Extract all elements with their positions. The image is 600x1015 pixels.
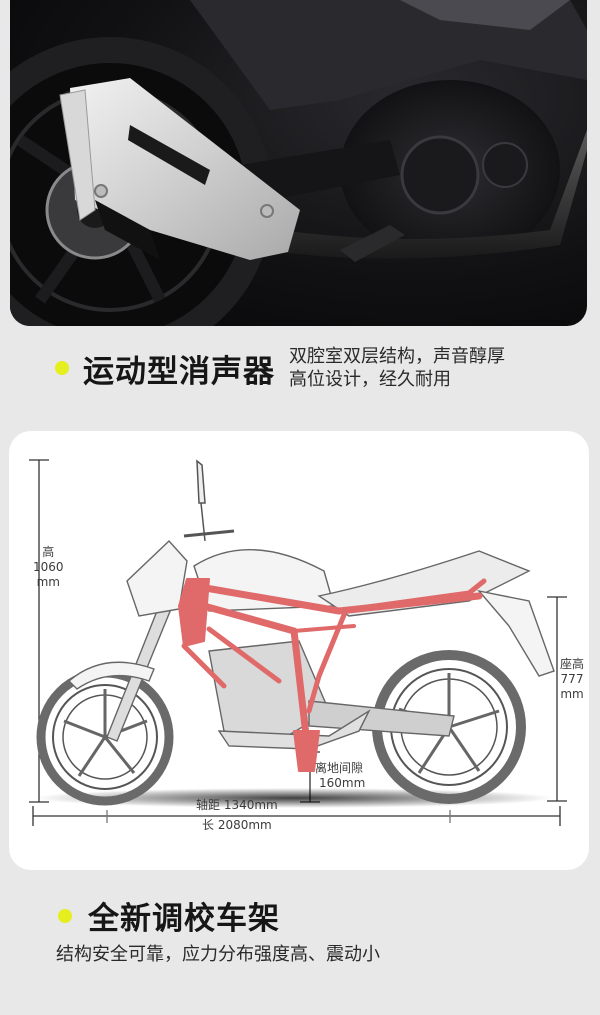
body-sketch [67,539,555,750]
feature-title: 运动型消声器 [83,353,275,390]
bullet-dot-icon [55,361,69,375]
ground-clearance-value: 160mm [319,776,366,790]
feature-description: 结构安全可靠，应力分布强度高、震动小 [56,944,380,965]
seat-height-dimension: 座高 777 mm [560,657,584,702]
red-frame [178,578,487,772]
motorcycle-sketch-illustration [29,459,567,826]
height-label: 高 [42,545,55,559]
ground-clearance-dimension: 离地间隙 160mm [315,761,365,791]
exhaust-photo-illustration [10,0,587,326]
feature-muffler: 运动型消声器 双腔室双层结构，声音醇厚 高位设计，经久耐用 [55,345,505,391]
feature-description: 双腔室双层结构，声音醇厚 高位设计，经久耐用 [289,345,505,391]
frame-dimension-diagram: 高 1060 mm 座高 777 mm 离地间隙 160mm 轴距 1340mm… [9,431,589,870]
seat-height-value: 777 [560,672,584,686]
mirror [183,459,235,542]
feature-frame: 全新调校车架 [58,893,280,938]
exhaust-photo [10,0,587,326]
feature-desc-line-2: 高位设计，经久耐用 [289,369,451,390]
height-value: 1060 [33,560,64,574]
seat-height-label: 座高 [560,657,585,671]
height-dimension: 高 1060 mm [33,545,64,590]
height-unit: mm [36,575,60,589]
wheelbase-dimension: 轴距 1340mm [196,798,278,812]
bullet-dot-icon [58,908,72,923]
seat-height-unit: mm [560,687,584,701]
length-dimension: 长 2080mm [202,818,272,832]
feature-desc-line-1: 双腔室双层结构，声音醇厚 [289,346,505,367]
feature-title: 全新调校车架 [88,901,280,937]
ground-clearance-label: 离地间隙 [315,761,364,775]
